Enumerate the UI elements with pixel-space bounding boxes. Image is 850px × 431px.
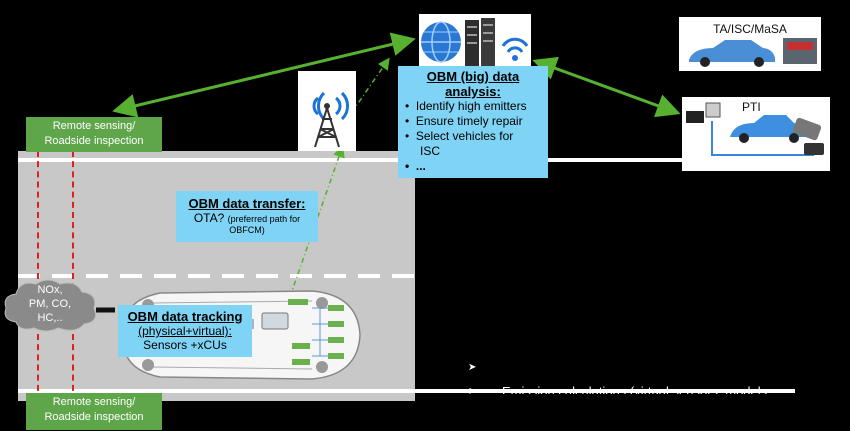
analysis-item: • Ensure timely repair [405, 114, 523, 128]
analysis-item: • Select vehicles for [405, 129, 514, 143]
arrow-remote-to-cloud [112, 32, 416, 118]
pollutants-label: NOx, PM, CO, HC,.. [22, 283, 78, 325]
globe-icon [421, 21, 461, 63]
remote-sensing-box-bottom: Remote sensing/ Roadside inspection [26, 393, 162, 430]
sensing-line-right [72, 151, 74, 401]
transfer-box: OBM data transfer: OTA? (preferred path … [176, 191, 318, 242]
bullet-marker-2: ➤ [468, 386, 477, 397]
lane-line-bottom [18, 389, 415, 393]
analysis-title-line2: analysis: [445, 84, 501, 99]
antenna-tower-icon [312, 91, 349, 148]
car-dyno-icon [689, 38, 817, 67]
analysis-box: OBM (big) data analysis: • Identify high… [398, 66, 548, 178]
lane-line-top-extension [415, 158, 705, 162]
transfer-line3: OBFCM) [229, 225, 265, 235]
tracking-box: OBM data tracking (physical+virtual): Se… [118, 305, 252, 357]
pollutants-line1: NOx, [37, 284, 63, 296]
ta-isc-masa-label: TA/ISC/MaSA [713, 22, 787, 36]
remote-sensing-bottom-line1: Remote sensing/ [52, 396, 136, 408]
pollutants-line2: PM, CO, [28, 298, 72, 310]
transfer-title: OBM data transfer: [188, 196, 306, 211]
analysis-title-line1: OBM (big) data [426, 69, 520, 84]
car-icon [730, 115, 806, 137]
lane-line-dashed [18, 274, 415, 278]
ecu-icon [261, 312, 289, 330]
analysis-item-continued: ISC [420, 144, 441, 158]
pti-label: PTI [742, 100, 761, 114]
analysis-item: • Identify high emitters [405, 99, 527, 113]
remote-sensing-box-top: Remote sensing/ Roadside inspection [26, 117, 162, 152]
arrow-cloud-to-pti [532, 56, 681, 118]
bullet-marker-1: ➤ [468, 362, 477, 373]
pollutants-line3: HC,.. [37, 312, 63, 324]
antenna-tower-card [298, 71, 356, 151]
tracking-line2: (physical+virtual): [138, 324, 232, 338]
scan-tool-icon [792, 117, 822, 141]
server-icon [465, 18, 495, 68]
analysis-list: • Identify high emitters • Ensure timely… [398, 99, 548, 174]
transfer-line2: OTA? (preferred path for [193, 211, 301, 225]
pti-card: PTI [682, 97, 830, 171]
analysis-item: • ... [405, 159, 426, 173]
tracking-title: OBM data tracking [127, 309, 243, 324]
data-center-card [419, 14, 531, 70]
remote-sensing-top-line2: Roadside inspection [44, 135, 144, 147]
lane-line-bottom-extension [415, 389, 795, 393]
remote-sensing-bottom-line2: Roadside inspection [44, 411, 144, 423]
remote-sensing-top-line1: Remote sensing/ [52, 120, 136, 132]
ta-isc-masa-card: TA/ISC/MaSA [679, 17, 821, 71]
emission-calculations-text: Emission calculations (virtual sensors, … [502, 385, 768, 394]
wifi-icon [501, 37, 529, 61]
cloud-icon [4, 279, 97, 332]
tracking-line3: Sensors +xCUs [143, 338, 227, 352]
lane-line-top [18, 158, 415, 162]
obd-badge-icon [686, 111, 704, 123]
obd-connector-icon [804, 143, 824, 155]
sensing-line-left [37, 151, 39, 401]
